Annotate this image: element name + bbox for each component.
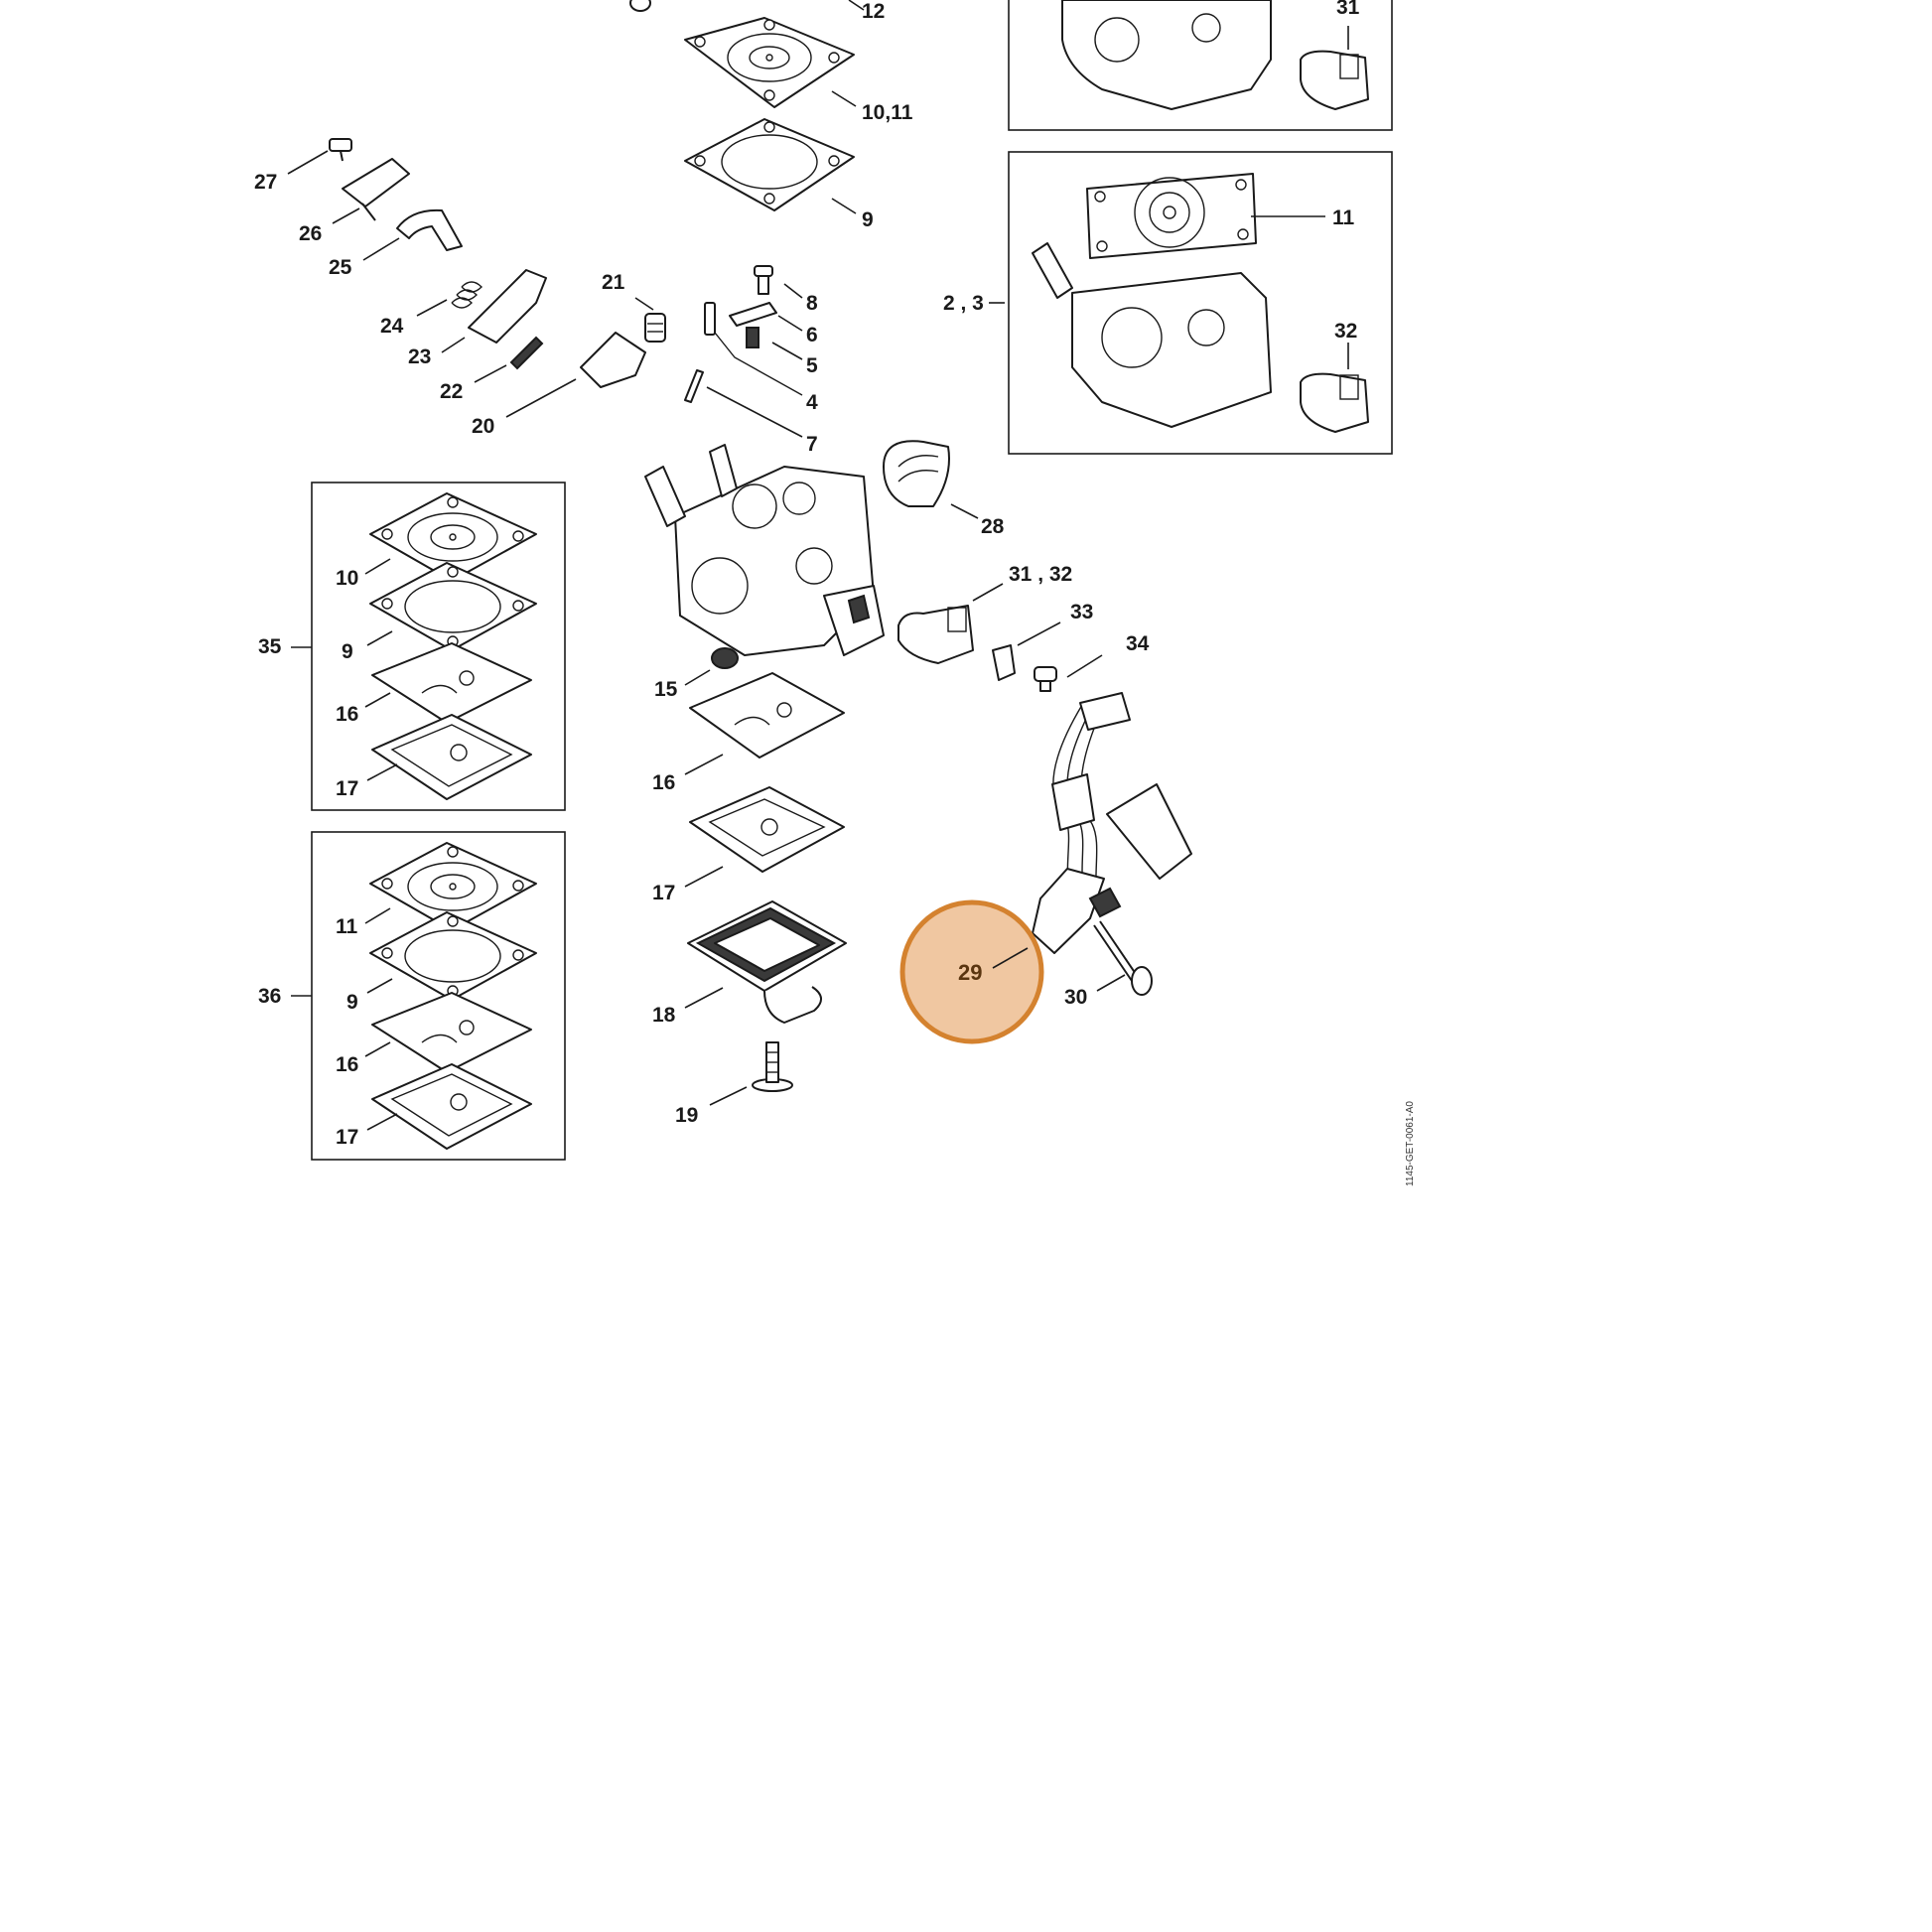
label-15: 15 [654,678,678,701]
lever-part-23 [441,269,547,353]
screw-part-8 [754,265,803,299]
kit36-diaphragm-16 [364,992,532,1073]
kit36-diaphragm-11 [364,842,537,931]
label-11-inset: 11 [1332,207,1355,229]
label-36-11: 11 [336,915,358,938]
label-19: 19 [675,1104,698,1127]
label-7: 7 [806,433,818,456]
lever-part-26 [332,158,410,224]
gasket-part-17 [684,786,845,888]
kit35-diaphragm-16 [364,642,532,724]
label-4: 4 [806,391,818,414]
label-36-16: 16 [336,1053,358,1076]
label-10-11: 10,11 [862,101,913,124]
label-9: 9 [862,208,874,231]
label-34: 34 [1126,632,1150,655]
label-35-16: 16 [336,703,358,726]
inset-frame-carburetor [989,151,1393,455]
label-28: 28 [981,515,1005,538]
clip-part-33 [992,621,1061,681]
label-16: 16 [652,771,675,794]
gasket-part-9 [684,118,857,214]
pin-part-7 [684,369,803,438]
label-33: 33 [1070,601,1093,623]
callout-labels: 12 10,11 9 31 11 2 , 3 32 27 26 25 24 23… [254,0,1360,1149]
label-35-9: 9 [342,640,353,663]
kit35-gasket-9 [366,562,537,651]
highlight-circle[interactable] [899,899,1044,1044]
inset-frame-top [1008,0,1393,131]
screw-part-21 [634,297,666,343]
cover-part-28 [883,440,979,519]
cover-part-18 [684,900,847,1024]
needle-part-4 [704,302,803,396]
label-5: 5 [806,354,818,377]
kit35-gasket-17 [366,714,532,800]
kit36-gasket-9 [366,911,537,1001]
kit-frame-36 [291,831,566,1161]
lever-part-6 [729,302,803,332]
solenoid-part-31-32 [897,583,1004,664]
highlight-marker-29[interactable]: 29 [899,899,1044,1044]
label-32-inset: 32 [1334,320,1357,343]
kit36-gasket-17 [366,1063,532,1150]
spring-part-24 [416,281,483,317]
screw-part-34 [1034,654,1103,692]
label-27: 27 [254,171,277,194]
label-21: 21 [602,271,625,294]
label-17: 17 [652,882,675,904]
carburetor-body [644,444,885,656]
diaphragm-part-12 [629,0,865,12]
label-36-17: 17 [336,1126,358,1149]
label-31-32: 31 , 32 [1009,563,1072,586]
lever-part-25 [362,208,463,261]
label-35-10: 10 [336,567,358,590]
label-24: 24 [380,315,404,338]
label-18: 18 [652,1004,676,1027]
wiring-harness-part-29 [1032,692,1192,954]
label-25: 25 [329,256,352,279]
label-26: 26 [299,222,322,245]
label-20: 20 [472,415,494,438]
label-12: 12 [862,0,885,23]
diaphragm-part-16 [684,672,845,775]
screen-part-15 [684,647,739,686]
diaphragm-part-10-11 [684,17,857,108]
pin-part-27 [287,138,352,175]
label-6: 6 [806,324,818,346]
screw-part-19 [709,1041,793,1106]
shaft-part-20 [505,332,646,418]
label-8: 8 [806,292,818,315]
label-31-inset: 31 [1336,0,1360,19]
label-35: 35 [258,635,282,658]
label-36: 36 [258,985,281,1008]
spring-part-5 [746,327,803,360]
label-23: 23 [408,345,431,368]
highlight-label-29: 29 [958,960,982,985]
label-2-3: 2 , 3 [943,292,984,315]
spring-part-22 [474,336,544,383]
label-36-9: 9 [346,991,358,1014]
label-35-17: 17 [336,777,358,800]
drawing-code: 1145-GET-0061-A0 [1405,1101,1416,1186]
screw-part-30 [1093,920,1153,996]
label-22: 22 [440,380,463,403]
label-30: 30 [1064,986,1087,1009]
kit-frame-35 [291,482,566,811]
